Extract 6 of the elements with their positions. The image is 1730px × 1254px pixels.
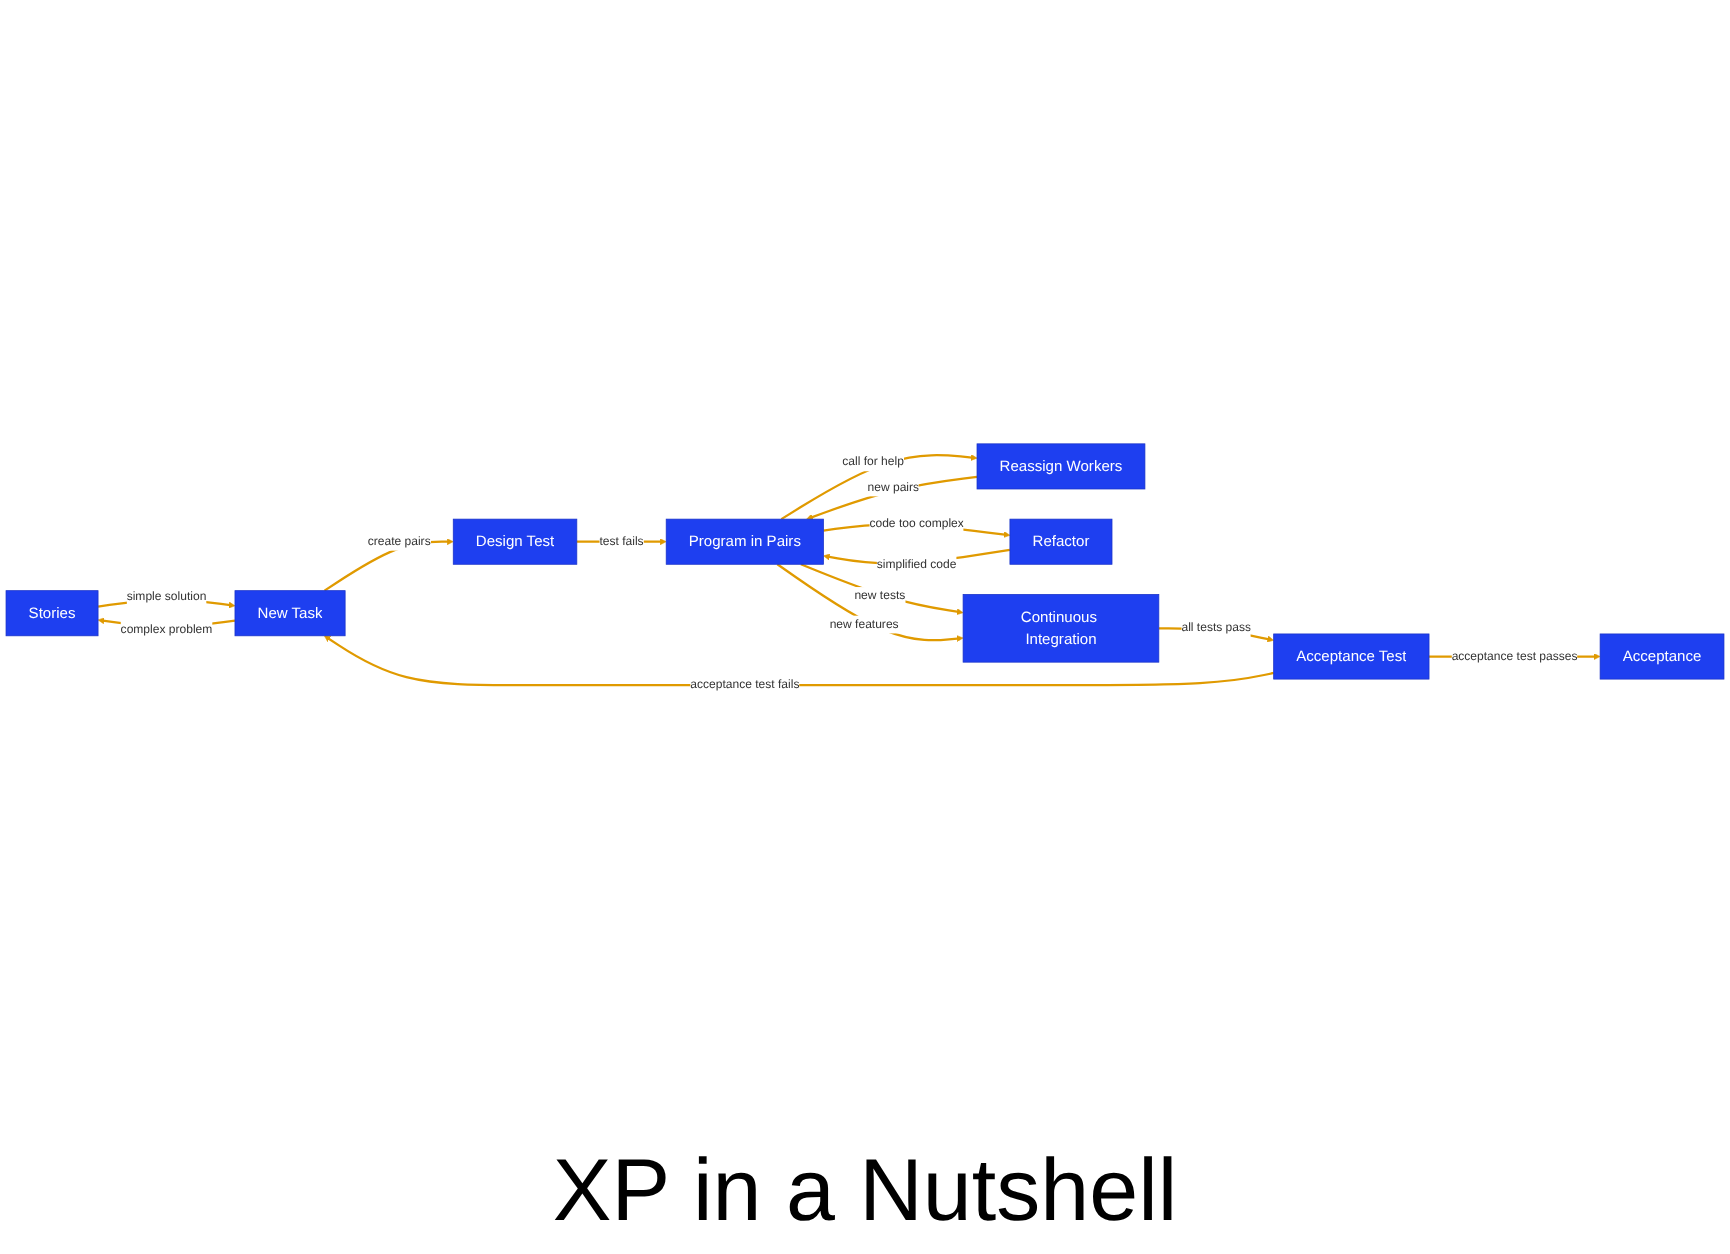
arrow bbox=[776, 563, 964, 642]
diagram-title: XP in a Nutshell bbox=[552, 1142, 1178, 1242]
arrow bbox=[780, 454, 978, 521]
arrow bbox=[800, 563, 964, 615]
arrow bbox=[324, 635, 1274, 687]
arrow bbox=[806, 475, 978, 521]
